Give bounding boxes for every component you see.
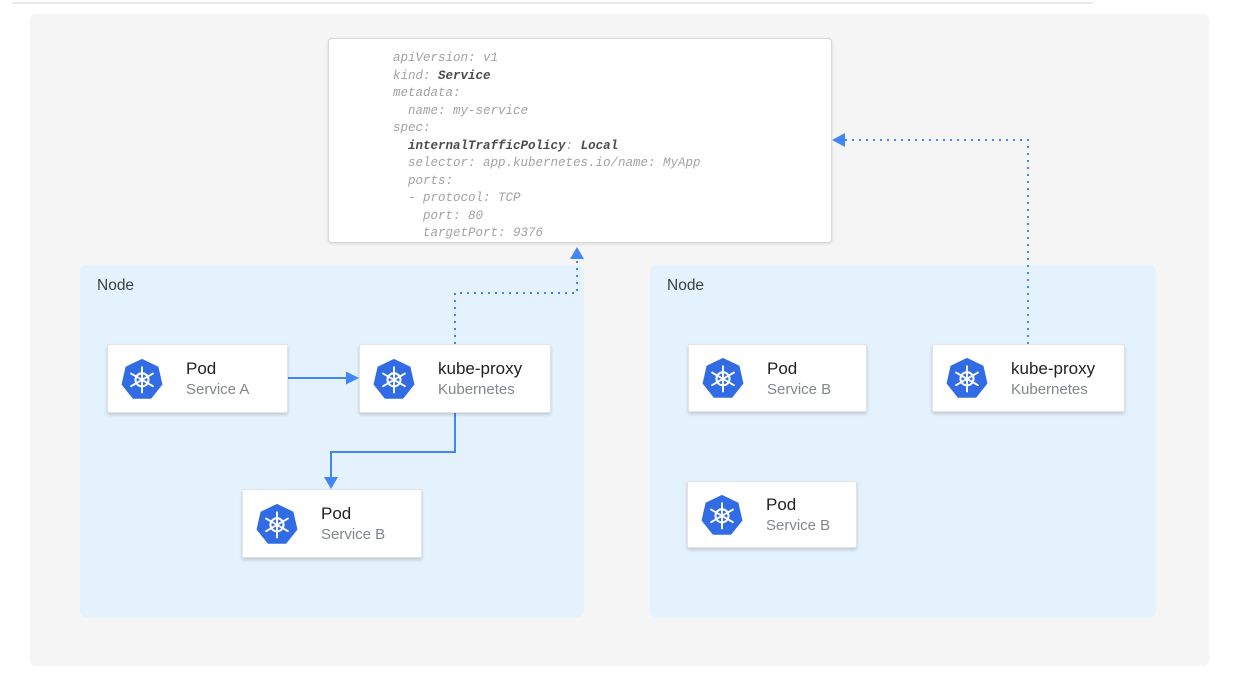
yaml-line: - protocol: TCP <box>393 190 821 208</box>
card-text: kube-proxy Kubernetes <box>1011 358 1095 399</box>
kubernetes-icon <box>373 357 415 400</box>
card-subtitle: Service A <box>186 381 250 398</box>
yaml-highlight: Local <box>580 138 619 153</box>
node-panel-right: Node <box>650 265 1156 617</box>
card-title: Pod <box>767 358 798 378</box>
pod-card-service-b-right-top: Pod Service B <box>688 344 867 412</box>
yaml-line: metadata: <box>393 85 821 103</box>
yaml-text: name: my-service <box>393 103 529 118</box>
yaml-line: kind: Service <box>393 68 821 86</box>
kubernetes-icon <box>121 357 163 400</box>
yaml-line: internalTrafficPolicy: Local <box>393 138 821 156</box>
card-title: kube-proxy <box>438 359 523 378</box>
yaml-highlight: Service <box>438 68 491 83</box>
yaml-text: - protocol: TCP <box>393 191 521 205</box>
card-text: Pod Service B <box>321 503 385 544</box>
yaml-text: port: 80 <box>393 208 484 223</box>
yaml-line: port: 80 <box>393 208 821 226</box>
card-title: Pod <box>321 504 352 523</box>
pod-card-service-b-right-bottom: Pod Service B <box>687 481 857 548</box>
kube-proxy-card-left: kube-proxy Kubernetes <box>359 344 551 413</box>
yaml-line: targetPort: 9376 <box>393 225 821 242</box>
yaml-text: apiVersion: v1 <box>393 51 499 65</box>
yaml-text: selector: app.kubernetes.io/name: MyApp <box>393 156 701 170</box>
card-text: Pod Service B <box>766 494 830 535</box>
kubernetes-icon <box>701 493 743 536</box>
node-panel-left: Node <box>80 265 584 617</box>
yaml-text: kind: <box>393 68 439 83</box>
card-title: Pod <box>186 359 217 378</box>
card-text: Pod Service A <box>186 358 249 399</box>
yaml-text: spec: <box>393 121 431 135</box>
kube-proxy-card-right: kube-proxy Kubernetes <box>932 344 1125 412</box>
card-title: kube-proxy <box>1011 358 1096 378</box>
card-title: Pod <box>766 495 797 514</box>
yaml-text: : <box>565 138 581 153</box>
pod-card-service-a: Pod Service A <box>107 344 288 413</box>
yaml-line: spec: <box>393 120 821 138</box>
card-subtitle: Service B <box>766 517 831 534</box>
yaml-text: ports: <box>393 173 454 188</box>
yaml-line: apiVersion: v1 <box>393 50 821 68</box>
yaml-text <box>393 139 408 153</box>
node-label: Node <box>667 277 705 294</box>
node-label: Node <box>97 277 135 294</box>
yaml-text: targetPort: 9376 <box>393 226 544 240</box>
card-subtitle: Service B <box>767 380 832 398</box>
top-divider <box>12 2 1093 4</box>
yaml-highlight: internalTrafficPolicy <box>408 138 566 153</box>
card-subtitle: Kubernetes <box>438 381 515 398</box>
card-subtitle: Service B <box>321 526 386 543</box>
kubernetes-icon <box>702 356 744 399</box>
yaml-text: metadata: <box>393 86 461 100</box>
yaml-line: selector: app.kubernetes.io/name: MyApp <box>393 155 821 173</box>
pod-card-service-b-left: Pod Service B <box>242 489 422 558</box>
card-subtitle: Kubernetes <box>1011 380 1088 398</box>
yaml-line: ports: <box>393 173 821 191</box>
kubernetes-icon <box>946 356 988 399</box>
card-text: Pod Service B <box>767 358 831 399</box>
card-text: kube-proxy Kubernetes <box>438 358 522 399</box>
kubernetes-icon <box>256 502 298 545</box>
yaml-line: name: my-service <box>393 103 821 121</box>
